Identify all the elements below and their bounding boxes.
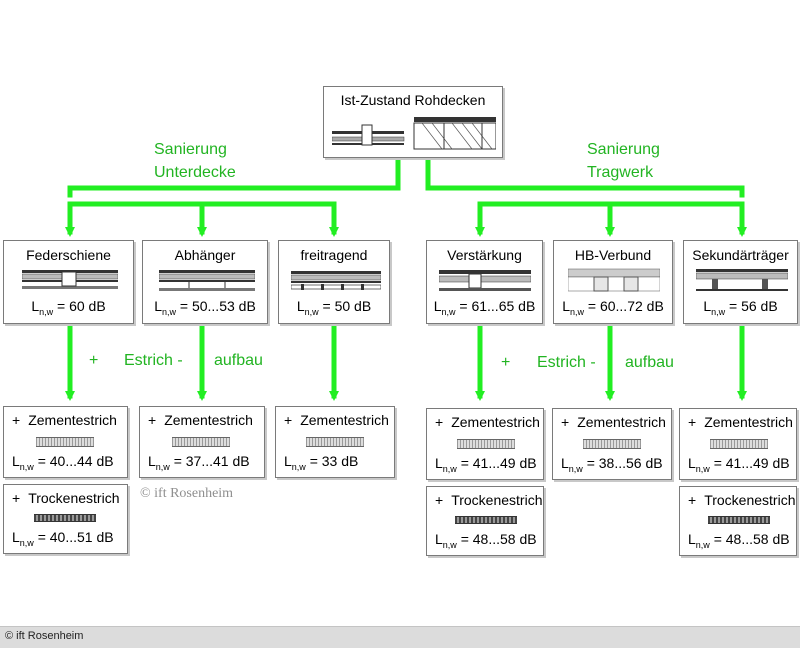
footer-bar: © ift Rosenheim [0,626,800,648]
method-title: Sekundärträger [692,247,789,263]
root-box: Ist-Zustand Rohdecken [323,86,503,158]
result-value: Ln,w = 48...58 dB [435,531,537,550]
method-title: Abhänger [174,247,236,263]
connector-right-trunk [425,157,745,198]
result-title: +Trockenestrich [12,490,120,506]
connector-layer [65,157,747,401]
result-box-zementestrich-3: +Zementestrich Ln,w = 33 dB [275,406,395,478]
right-plus-label: + [501,354,511,371]
footer-copyright: © ift Rosenheim [5,630,84,642]
branch-label-unterdecke: Sanierung Unterdecke [154,141,236,181]
right-aufbau-label: aufbau [625,354,674,371]
rohdecke-section-diagram [332,117,496,150]
method-value: Ln,w = 50 dB [296,298,372,317]
right-estrich-label: Estrich - [537,354,596,371]
ift-rosenheim-watermark: © ift Rosenheim [140,486,234,501]
result-title: +Zementestrich [561,414,666,430]
connector-left-trunk [67,157,401,198]
result-value: Ln,w = 48...58 dB [688,531,790,550]
method-box-federschiene: Federschiene Ln,w = 60 dB [3,240,134,324]
trockenestrich-layer-icon [708,516,770,524]
result-title: +Trockenestrich [688,492,796,508]
zementestrich-layer-icon [710,439,768,449]
branch-label-tragwerk: Sanierung Tragwerk [587,141,660,181]
hb-verbund-diagram [568,268,660,292]
verstaerkung-diagram [439,270,531,291]
result-box-trockenestrich-1: +Trockenestrich Ln,w = 40...51 dB [3,484,128,554]
method-box-freitragend: freitragend Ln,w = 50 dB [278,240,390,324]
zementestrich-layer-icon [172,437,230,447]
result-box-zementestrich-4: +Zementestrich Ln,w = 41...49 dB [426,408,544,480]
result-title: +Zementestrich [688,414,793,430]
result-value: Ln,w = 41...49 dB [435,455,537,474]
method-value: Ln,w = 60...72 dB [562,298,664,317]
zementestrich-layer-icon [457,439,515,449]
method-value: Ln,w = 56 dB [703,298,778,317]
left-aufbau-label: aufbau [214,352,263,369]
method-title: Federschiene [26,247,111,263]
zementestrich-layer-icon [583,439,641,449]
left-estrich-label: Estrich - [124,352,183,369]
method-box-verstaerkung: Verstärkung Ln,w = 61...65 dB [426,240,543,324]
federschiene-diagram [22,270,118,289]
result-value: Ln,w = 40...51 dB [12,529,114,548]
method-box-hb-verbund: HB-Verbund Ln,w = 60...72 dB [553,240,673,324]
result-title: +Zementestrich [284,412,389,428]
left-plus-label: + [89,352,99,369]
trockenestrich-layer-icon [455,516,517,524]
root-title: Ist-Zustand Rohdecken [340,92,486,108]
result-box-zementestrich-2: +Zementestrich Ln,w = 37...41 dB [139,406,265,478]
result-box-zementestrich-1: +Zementestrich Ln,w = 40...44 dB [3,406,128,478]
method-title: HB-Verbund [574,247,652,263]
result-box-trockenestrich-3: +Trockenestrich Ln,w = 48...58 dB [679,486,797,556]
zementestrich-layer-icon [36,437,94,447]
result-title: +Zementestrich [148,412,253,428]
result-box-zementestrich-5: +Zementestrich Ln,w = 38...56 dB [552,408,672,480]
result-value: Ln,w = 37...41 dB [148,453,250,472]
abhaenger-diagram [159,270,255,291]
trockenestrich-layer-icon [34,514,96,522]
method-title: Verstärkung [447,247,522,263]
result-title: +Zementestrich [12,412,117,428]
result-value: Ln,w = 33 dB [284,453,359,472]
method-box-sekundaertraeger: Sekundärträger Ln,w = 56 dB [683,240,798,324]
method-value: Ln,w = 60 dB [31,298,106,317]
zementestrich-layer-icon [306,437,364,447]
method-box-abhaenger: Abhänger Ln,w = 50...53 dB [142,240,268,324]
result-title: +Trockenestrich [435,492,543,508]
result-box-zementestrich-6: +Zementestrich Ln,w = 41...49 dB [679,408,797,480]
result-value: Ln,w = 40...44 dB [12,453,114,472]
result-value: Ln,w = 41...49 dB [688,455,790,474]
method-title: freitragend [300,247,368,263]
method-value: Ln,w = 50...53 dB [154,298,256,317]
result-value: Ln,w = 38...56 dB [561,455,663,474]
method-value: Ln,w = 61...65 dB [433,298,536,317]
sekundaertraeger-diagram [696,269,788,291]
result-box-trockenestrich-2: +Trockenestrich Ln,w = 48...58 dB [426,486,544,556]
freitragend-diagram [291,271,381,290]
result-title: +Zementestrich [435,414,540,430]
